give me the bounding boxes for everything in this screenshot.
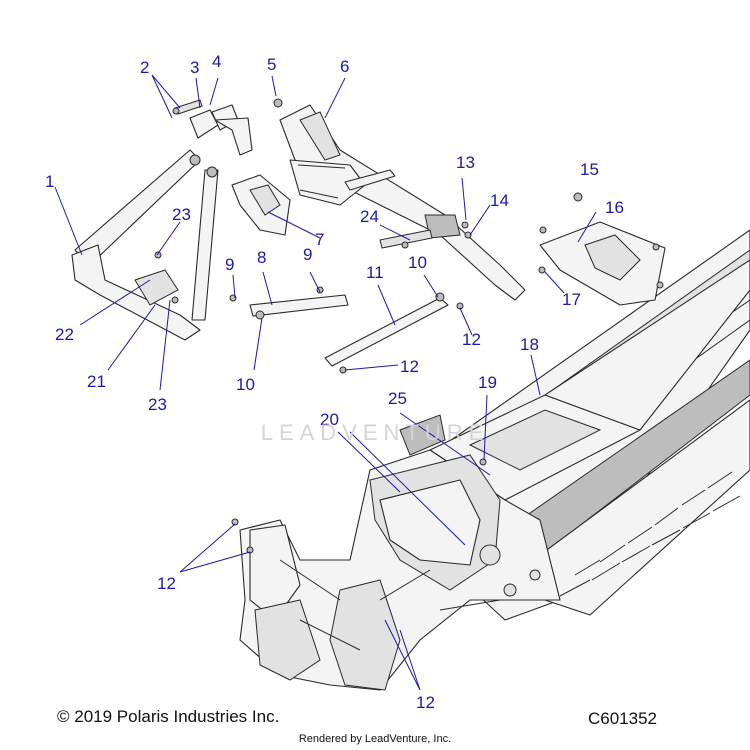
- watermark: LEADVENTURE: [260, 420, 490, 445]
- upper-bracket: [231, 174, 291, 236]
- callout-22: 22: [55, 325, 74, 344]
- callout-23-bottom: 23: [148, 395, 167, 414]
- callout-14: 14: [490, 191, 509, 210]
- callout-9-left: 9: [225, 255, 234, 274]
- callout-11: 11: [366, 263, 384, 282]
- upper-links: [172, 98, 283, 156]
- callout-23-top: 23: [172, 205, 191, 224]
- leader-lines: [54, 74, 597, 691]
- callout-10-left: 10: [236, 375, 255, 394]
- bulkhead-chassis: [239, 414, 561, 691]
- callout-12-tierod-right: 12: [462, 330, 481, 349]
- rendered-by-text: Rendered by LeadVenture, Inc.: [298, 733, 452, 745]
- tie-rod: [324, 292, 464, 374]
- callout-10-right: 10: [408, 253, 427, 272]
- callout-1: 1: [45, 172, 54, 191]
- callout-12-tierod-left: 12: [400, 357, 419, 376]
- callout-5: 5: [267, 55, 276, 74]
- callout-12-bulkhead-left: 12: [157, 574, 176, 593]
- rear-mount-plate: [538, 192, 666, 306]
- callout-16: 16: [605, 198, 624, 217]
- callout-24: 24: [360, 207, 379, 226]
- copyright-text: © 2019 Polaris Industries Inc.: [57, 707, 280, 726]
- callout-19: 19: [478, 373, 497, 392]
- callout-3: 3: [190, 58, 199, 77]
- callout-6: 6: [340, 57, 349, 76]
- callout-15: 15: [580, 160, 599, 179]
- fasteners: [231, 241, 487, 554]
- callout-labels: 2 3 4 5 6 1 23 7 8 9 9 11 10 12 12 10 13…: [45, 52, 624, 712]
- callout-18: 18: [520, 335, 539, 354]
- steering-post: [279, 104, 526, 301]
- a-frame: [71, 149, 219, 341]
- diagram-code: C601352: [588, 709, 658, 728]
- callout-8: 8: [257, 248, 266, 267]
- steering-rod: [229, 286, 349, 320]
- callout-7: 7: [315, 230, 324, 249]
- callout-9-right: 9: [303, 245, 312, 264]
- callout-13: 13: [456, 153, 475, 172]
- callout-20: 20: [320, 410, 339, 429]
- callout-2: 2: [140, 58, 149, 77]
- callout-4: 4: [212, 52, 221, 71]
- callout-17: 17: [562, 290, 581, 309]
- callout-12-bulkhead-bottom: 12: [416, 693, 435, 712]
- callout-25: 25: [388, 389, 407, 408]
- callout-21: 21: [87, 372, 106, 391]
